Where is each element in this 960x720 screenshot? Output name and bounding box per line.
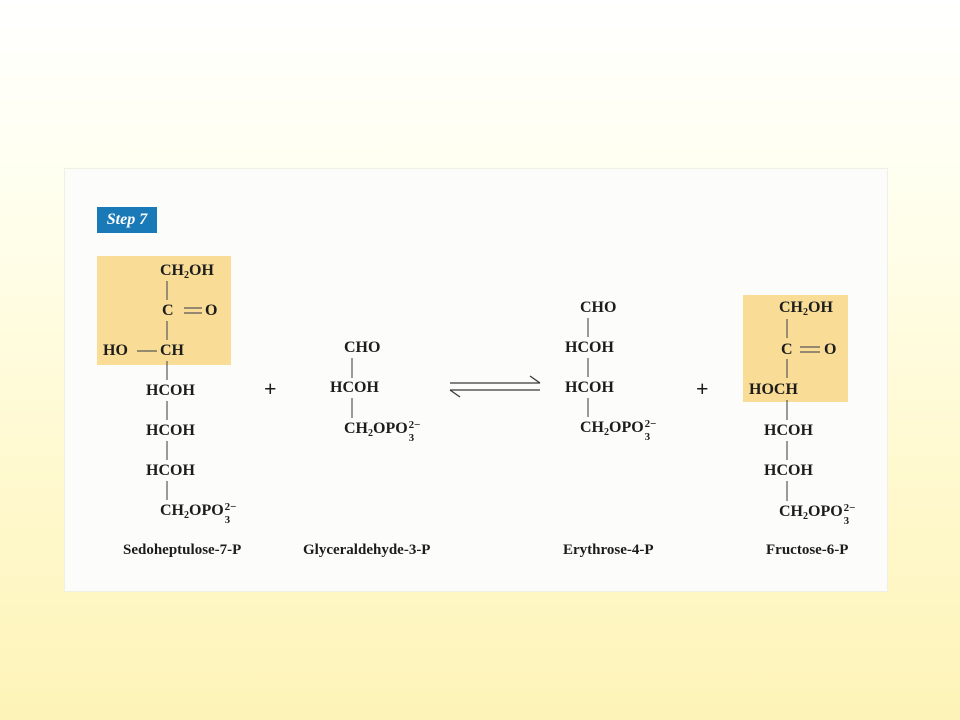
glyc-hcoh: HCOH [330, 379, 379, 396]
fruc-hcoh-2: HCOH [764, 462, 813, 479]
plus-sign-1: + [264, 376, 277, 401]
erythrose-label: Erythrose-4-P [563, 542, 654, 558]
sedo-hcoh-2: HCOH [146, 422, 195, 439]
sedo-ch: CH [160, 342, 184, 359]
sedo-ch2oh: CH2OH [160, 262, 214, 281]
fruc-hoch: HOCH [749, 381, 798, 398]
glyc-cho: CHO [344, 339, 381, 356]
transferred-unit-highlight-sedoheptulose [97, 256, 231, 365]
glyceraldehyde-label: Glyceraldehyde-3-P [303, 542, 431, 558]
step-badge: Step 7 [97, 207, 157, 233]
transferred-unit-highlight-fructose [743, 295, 848, 402]
sedo-carbonyl-o: O [205, 302, 218, 319]
eryth-hcoh-1: HCOH [565, 339, 614, 356]
eryth-hcoh-2: HCOH [565, 379, 614, 396]
fruc-hcoh-1: HCOH [764, 422, 813, 439]
fruc-carbonyl-o: O [824, 341, 837, 358]
sedo-hcoh-1: HCOH [146, 382, 195, 399]
plus-sign-2: + [696, 376, 709, 401]
sedo-carbonyl-c: C [162, 302, 174, 319]
eryth-cho: CHO [580, 299, 617, 316]
fruc-ch2oh: CH2OH [779, 299, 833, 318]
sedo-ho: HO [103, 342, 128, 359]
fruc-carbonyl-c: C [781, 341, 793, 358]
sedoheptulose-label: Sedoheptulose-7-P [123, 542, 242, 558]
fructose-label: Fructose-6-P [766, 542, 849, 558]
sedo-hcoh-3: HCOH [146, 462, 195, 479]
